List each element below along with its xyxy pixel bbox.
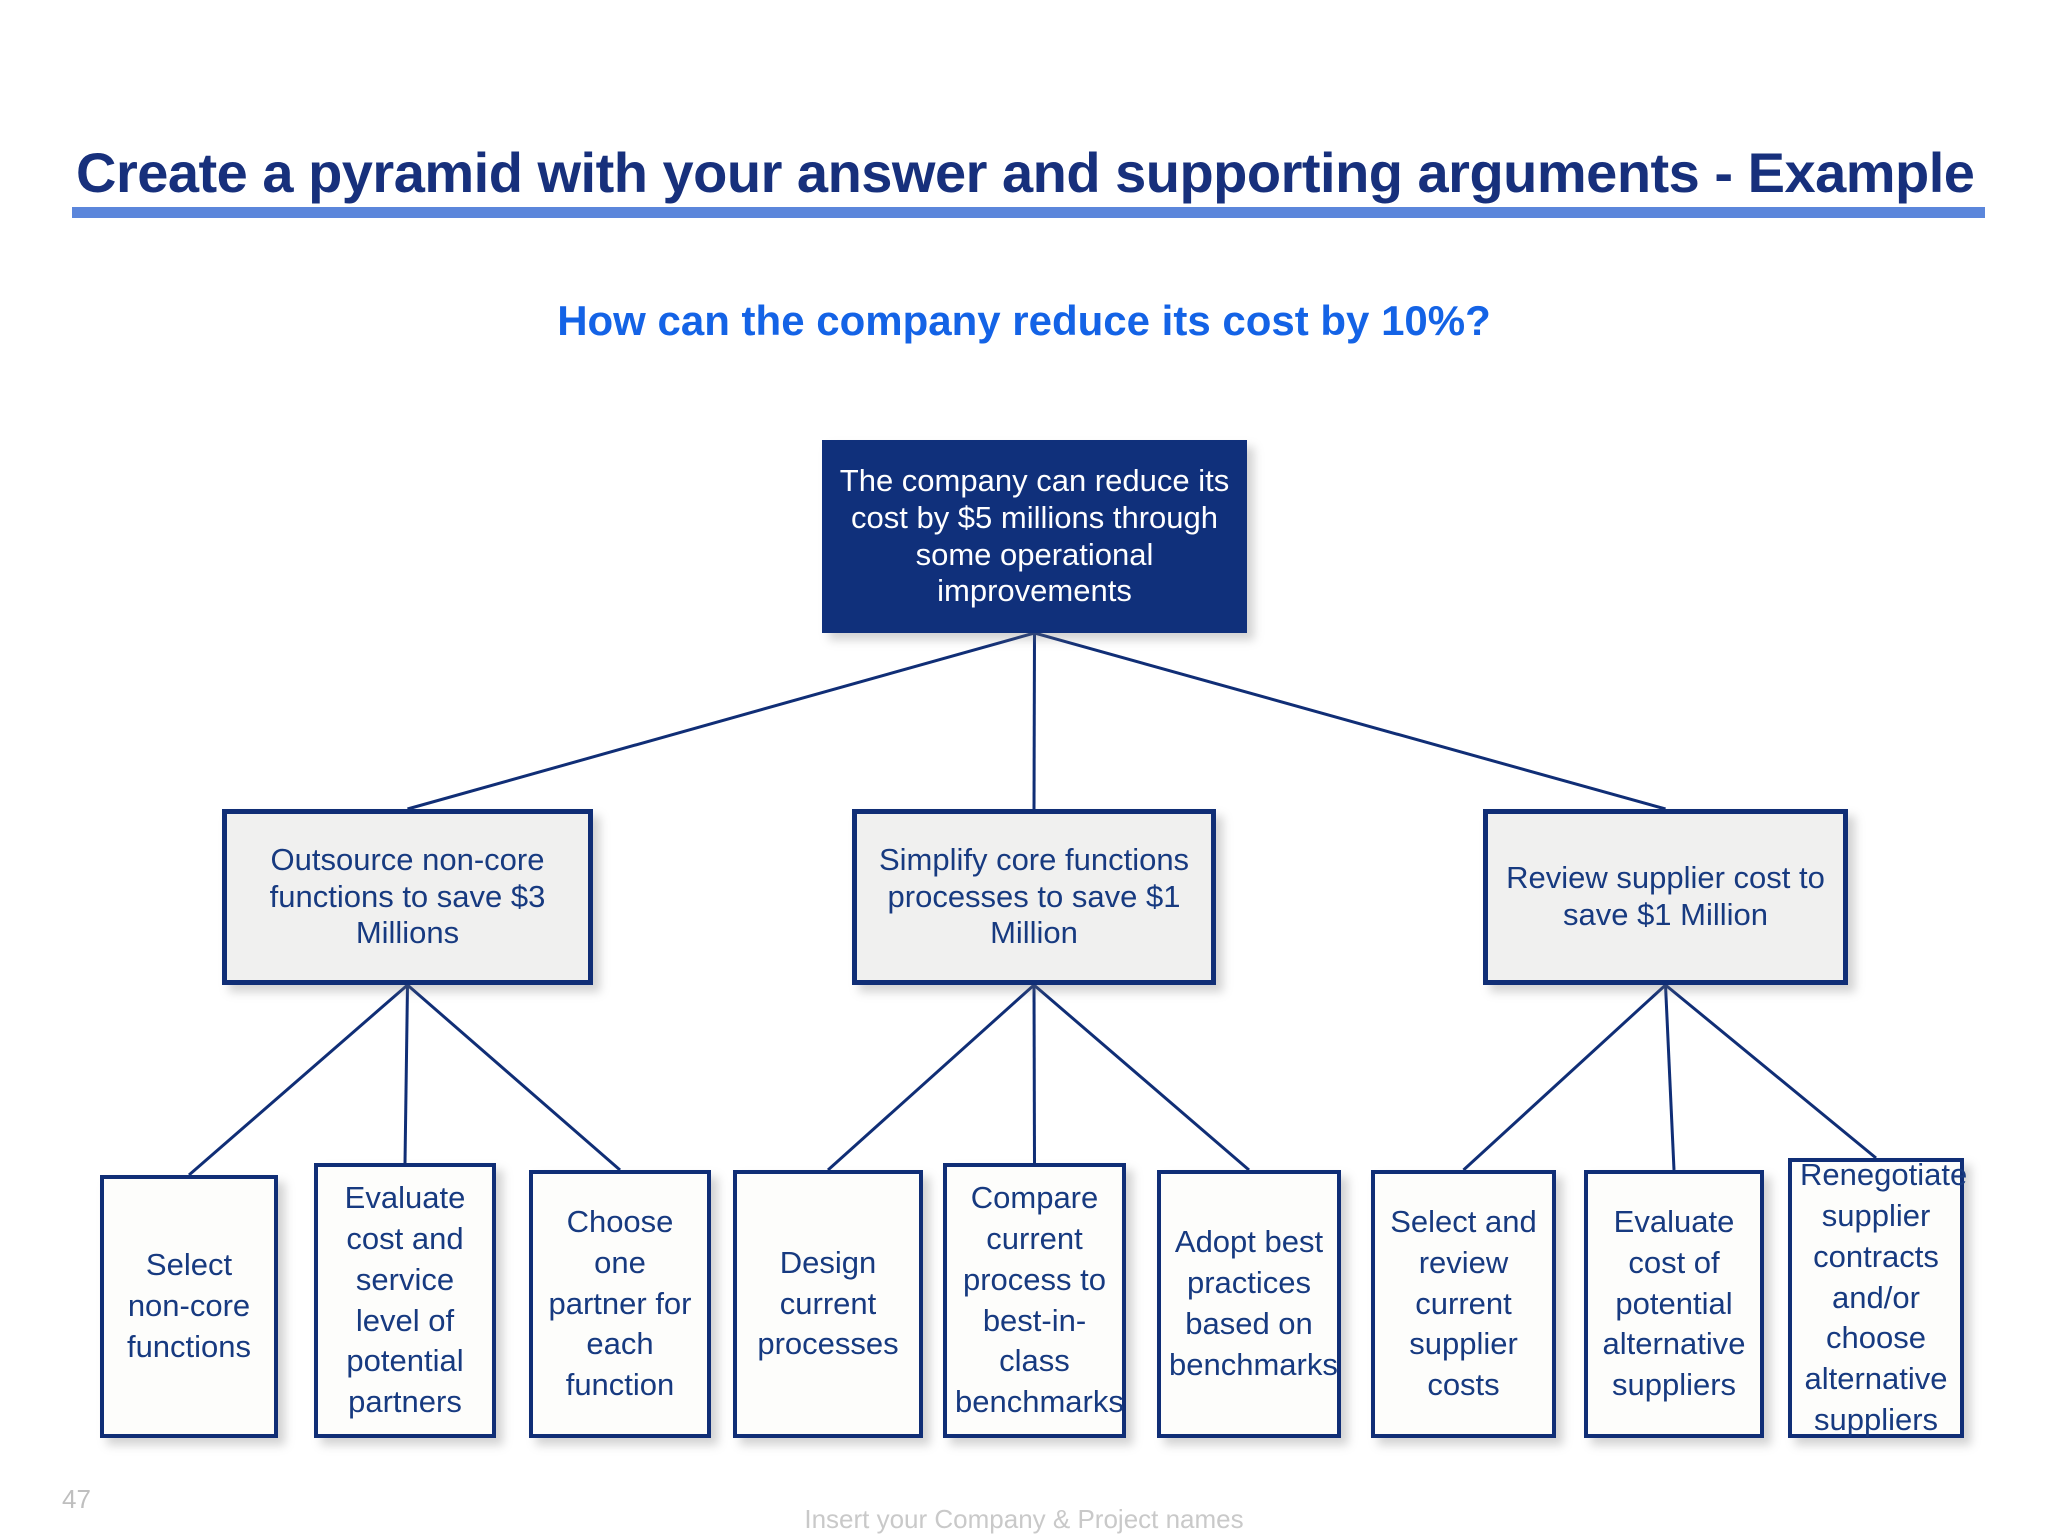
pyramid-leaf-box-2-label: Evaluate cost and service level of poten… bbox=[344, 1179, 466, 1420]
title-underline-rule bbox=[72, 207, 1985, 218]
pyramid-branch-box-3-label: Review supplier cost to save $1 Million bbox=[1506, 860, 1825, 932]
pyramid-branch-box-1-label: Outsource non-core functions to save $3 … bbox=[269, 842, 546, 951]
pyramid-root-box[interactable]: The company can reduce its cost by $5 mi… bbox=[822, 440, 1247, 633]
pyramid-leaf-box-7[interactable]: Select and review current supplier costs bbox=[1371, 1170, 1556, 1438]
pyramid-leaf-box-2[interactable]: Evaluate cost and service level of poten… bbox=[314, 1163, 496, 1438]
key-question: How can the company reduce its cost by 1… bbox=[557, 297, 1491, 344]
footer-note: Insert your Company & Project names bbox=[804, 1504, 1244, 1534]
pyramid-branch-box-3[interactable]: Review supplier cost to save $1 Million bbox=[1483, 809, 1848, 985]
pyramid-leaf-box-1[interactable]: Select non-core functions bbox=[100, 1175, 278, 1438]
pyramid-leaf-box-5[interactable]: Compare current process to best-in-class… bbox=[943, 1163, 1126, 1438]
pyramid-root-box-label: The company can reduce its cost by $5 mi… bbox=[839, 463, 1230, 609]
pyramid-leaf-box-8[interactable]: Evaluate cost of potential alternative s… bbox=[1584, 1170, 1764, 1438]
pyramid-leaf-box-5-label: Compare current process to best-in-class… bbox=[955, 1179, 1124, 1420]
pyramid-leaf-box-6[interactable]: Adopt best practices based on benchmarks bbox=[1157, 1170, 1341, 1438]
pyramid-leaf-box-1-label: Select non-core functions bbox=[126, 1247, 252, 1364]
pyramid-leaf-box-9[interactable]: Renegotiate supplier contracts and/or ch… bbox=[1788, 1156, 1968, 1438]
pyramid-leaf-box-4[interactable]: Design current processes bbox=[733, 1170, 923, 1438]
pyramid-branch-box-2-label: Simplify core functions processes to sav… bbox=[878, 842, 1190, 951]
page-title: Create a pyramid with your answer and su… bbox=[76, 141, 1975, 204]
pyramid-leaf-box-4-label: Design current processes bbox=[757, 1244, 899, 1362]
pyramid-leaf-box-3-label: Choose one partner for each function bbox=[548, 1203, 692, 1403]
pyramid-branch-box-1[interactable]: Outsource non-core functions to save $3 … bbox=[222, 809, 593, 985]
page-number: 47 bbox=[62, 1484, 91, 1514]
pyramid-leaf-box-8-label: Evaluate cost of potential alternative s… bbox=[1602, 1203, 1746, 1403]
pyramid-leaf-box-9-label: Renegotiate supplier contracts and/or ch… bbox=[1800, 1156, 1968, 1438]
pyramid-leaf-box-7-label: Select and review current supplier costs bbox=[1390, 1203, 1537, 1403]
pyramid-leaf-box-6-label: Adopt best practices based on benchmarks bbox=[1169, 1224, 1338, 1382]
pyramid-leaf-box-3[interactable]: Choose one partner for each function bbox=[529, 1170, 711, 1438]
pyramid-branch-box-2[interactable]: Simplify core functions processes to sav… bbox=[852, 809, 1216, 985]
